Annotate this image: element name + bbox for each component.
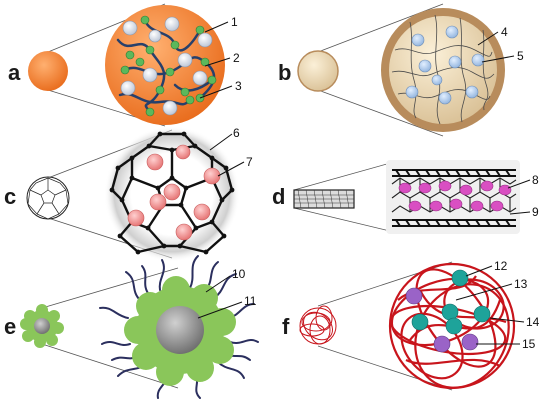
panel-letter-c: c: [4, 184, 16, 209]
drug-molecules: [120, 16, 213, 116]
small-nanogel: [299, 305, 337, 345]
panel-b: b 4 5: [278, 3, 524, 137]
zoom-line: [41, 267, 179, 309]
callout-8: 8: [532, 173, 539, 187]
leader-line: [465, 265, 493, 277]
panel-c: c: [4, 126, 253, 262]
encapsulated-drugs: [405, 25, 485, 105]
small-fullerene: [26, 176, 70, 220]
leader-line: [507, 179, 531, 189]
small-solid-lipid-nanoparticle: [297, 50, 339, 92]
callout-13: 13: [514, 277, 528, 291]
callout-15: 15: [522, 337, 536, 351]
leader-line: [217, 161, 245, 177]
leader-line: [477, 31, 499, 46]
leader-line: [204, 21, 229, 33]
panel-d: d: [272, 160, 539, 234]
zoom-line: [41, 343, 179, 389]
leader-line: [509, 211, 531, 215]
callout-11: 11: [244, 294, 257, 308]
zoom-line: [293, 161, 395, 191]
callout-6: 6: [233, 126, 240, 140]
small-polymeric-nanoparticle: [28, 51, 68, 91]
zoom-line: [293, 207, 395, 233]
nanogel-drug-teal: [411, 269, 491, 335]
leader-line: [489, 317, 525, 323]
polymer-brush: [99, 255, 259, 399]
panel-letter-f: f: [282, 314, 290, 339]
callout-12: 12: [494, 259, 508, 273]
fullerene-drugs: [127, 144, 221, 241]
panel-letter-b: b: [278, 60, 291, 85]
panel-e: e: [4, 255, 259, 399]
leader-line: [197, 301, 243, 319]
leader-line: [481, 55, 515, 63]
leader-line: [205, 275, 231, 293]
panel-f: f 12 13: [282, 259, 540, 391]
metal-core: [156, 306, 204, 354]
leader-line: [204, 57, 231, 67]
small-carbon-nanotube: [293, 189, 355, 209]
zoom-line: [317, 345, 453, 391]
nanotube-walls: [392, 169, 516, 227]
callout-14: 14: [526, 315, 540, 329]
callout-5: 5: [517, 49, 524, 63]
callout-1: 1: [231, 15, 238, 29]
panel-letter-a: a: [8, 60, 21, 85]
leader-line: [199, 85, 233, 99]
callout-7: 7: [246, 155, 253, 169]
nanotube-drugs: [398, 180, 512, 212]
panel-letter-e: e: [4, 314, 16, 339]
callout-2: 2: [233, 51, 240, 65]
panel-letter-d: d: [272, 184, 285, 209]
nanogel-drug-purple: [405, 287, 479, 353]
callout-4: 4: [501, 25, 508, 39]
hydrophilic-beads: [120, 15, 217, 117]
callout-10: 10: [232, 267, 246, 281]
leader-line: [455, 283, 513, 301]
callout-3: 3: [235, 79, 242, 93]
leader-line: [209, 133, 233, 151]
small-coated-nanoparticle: [20, 304, 64, 348]
panel-a: a 1 2 3: [8, 3, 242, 127]
callout-9: 9: [532, 205, 539, 219]
